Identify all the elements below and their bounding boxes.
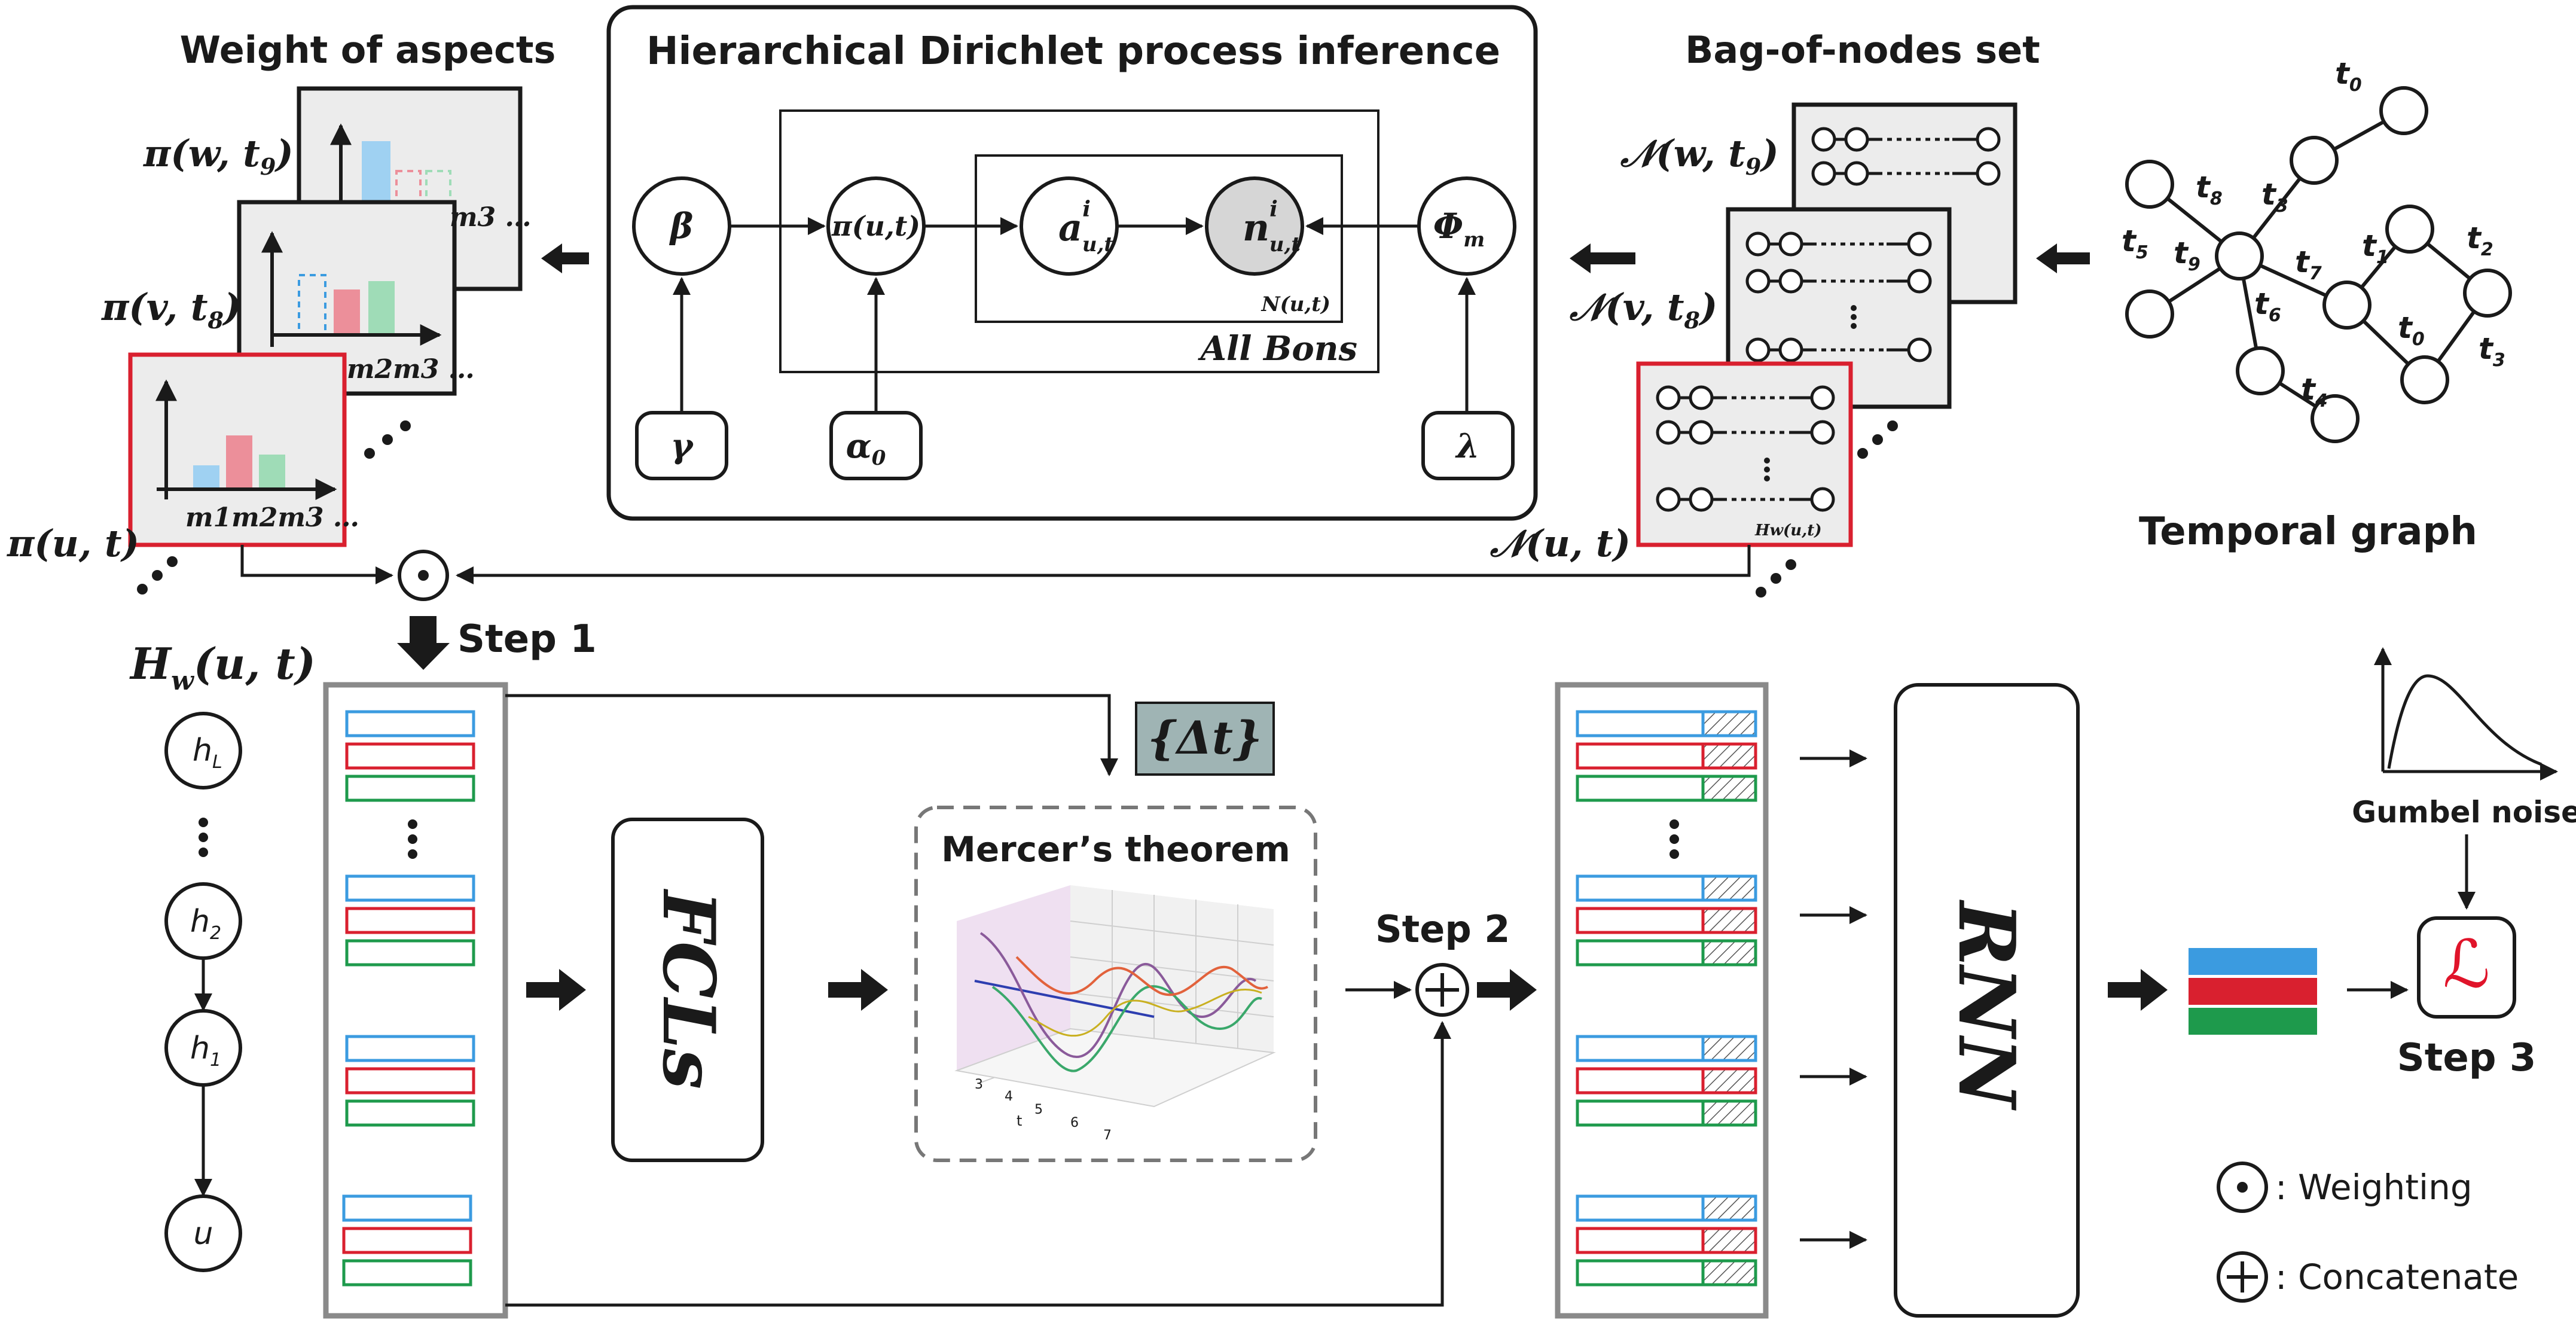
- beta-symbol: β: [669, 206, 694, 246]
- concat-to-stack-arrow: [1477, 969, 1537, 1011]
- phi-symbol: Φm: [1433, 206, 1485, 252]
- gumbel-noise-plot: [2374, 647, 2558, 781]
- graph-to-bons-arrow: [2036, 243, 2090, 273]
- svg-text:t0: t0: [2335, 56, 2362, 96]
- svg-text:t3: t3: [2479, 331, 2505, 371]
- temporal-graph-title: Temporal graph: [2139, 510, 2477, 554]
- weight-of-aspects-title: Weight of aspects: [180, 28, 556, 72]
- bons-to-hdp-arrow: [1570, 243, 1635, 273]
- step2-label: Step 2: [1375, 907, 1510, 951]
- plate-n-ut: [975, 154, 1343, 323]
- svg-text:t3: t3: [2261, 177, 2288, 217]
- svg-text:t0: t0: [2398, 310, 2425, 350]
- hdp-title: Hierarchical Dirichlet process inference: [646, 29, 1500, 74]
- aspect-w-axis-labels: m3 …: [450, 202, 532, 233]
- concat-stack-ellipsis-icon: [1669, 819, 1679, 859]
- bon-card-u: Hw(u,t): [1636, 361, 1853, 547]
- embedding-groups-input: [342, 710, 475, 1287]
- delta-t-box: {Δt}: [1135, 702, 1275, 776]
- svg-text:t1: t1: [2362, 228, 2389, 268]
- mercer-x-label: t: [1017, 1112, 1022, 1129]
- gamma-symbol: γ: [671, 426, 695, 466]
- svg-text:7: 7: [1103, 1128, 1112, 1143]
- svg-text:t9: t9: [2174, 236, 2200, 275]
- svg-text:t6: t6: [2254, 286, 2281, 326]
- bag-of-nodes-title: Bag-of-nodes set: [1685, 28, 2040, 72]
- input-stack-ellipsis-icon: [408, 819, 417, 859]
- n-v-label: 𝒩(v, t8): [1569, 285, 1717, 334]
- mercer-title: Mercer’s theorem: [941, 829, 1290, 870]
- gumbel-noise-label: Gumbel noise: [2352, 795, 2576, 830]
- input-to-concat-line: [505, 1021, 1451, 1307]
- lambda-symbol: λ: [1455, 426, 1479, 466]
- legend-concatenate-label: : Concatenate: [2275, 1257, 2519, 1297]
- svg-text:t5: t5: [2122, 224, 2148, 263]
- svg-text:3: 3: [975, 1077, 983, 1092]
- loss-block: [2417, 916, 2516, 1019]
- history-column: hL h2 h1 u: [164, 712, 242, 1272]
- svg-text:4: 4: [1005, 1089, 1013, 1104]
- bons-ellipsis-icon: [1756, 420, 1898, 598]
- pi-u-label: π(u, t): [7, 522, 139, 565]
- svg-text:t7: t7: [2295, 245, 2322, 284]
- n-ut-node: [1205, 176, 1304, 276]
- svg-text:6: 6: [1070, 1115, 1079, 1130]
- loss-symbol: ℒ: [2443, 926, 2490, 1002]
- svg-text:t8: t8: [2196, 170, 2223, 209]
- pi-ut-symbol: π(u,t): [831, 210, 920, 242]
- history-node-hL: [164, 712, 242, 789]
- temporal-graph-edge-labels: t0 t8 t3 t5 t9 t7 t1 t2 t6 t0 t3 t4: [2122, 56, 2505, 411]
- plate-all-bons: [779, 109, 1379, 373]
- history-title: Hw(u, t): [129, 638, 316, 696]
- fcls-block: [611, 818, 764, 1162]
- bon-h-label: Hw(u,t): [1754, 522, 1822, 539]
- aspects-ellipsis-icon: [137, 420, 411, 595]
- hdp-panel: Hierarchical Dirichlet process inference…: [606, 5, 1538, 521]
- rnn-block: [1894, 683, 2080, 1318]
- n-w-label: 𝒩(w, t9): [1620, 132, 1779, 180]
- plate-n-ut-label: N(u,t): [1260, 292, 1330, 316]
- temporal-graph: [2125, 86, 2512, 443]
- embedding-groups-concat: [1576, 710, 1757, 1287]
- aspect-u-axis-labels: m1m2m3 …: [185, 502, 359, 533]
- fcls-label: FCLs: [646, 889, 731, 1090]
- pi-v-label: π(v, t8): [101, 285, 241, 334]
- history-node-u-label: u: [194, 1216, 213, 1252]
- n-u-label: 𝒩(u, t): [1490, 522, 1631, 565]
- hdp-to-aspects-arrow: [541, 243, 589, 273]
- input-to-fcls-arrow: [526, 969, 586, 1011]
- legend-weighting: : Weighting: [2217, 1162, 2473, 1213]
- aspect-card-u: m1m2m3 …: [128, 352, 359, 547]
- aspects-to-weighting-line: [240, 545, 393, 584]
- weighting-operator-icon: [398, 550, 449, 601]
- mercer-3d-plot: 3 4 5 6 7 t: [954, 885, 1276, 1143]
- legend-concatenate: : Concatenate: [2217, 1251, 2519, 1303]
- rnn-label: RNN: [1941, 899, 2032, 1111]
- svg-text:t4: t4: [2301, 372, 2328, 411]
- svg-text:t2: t2: [2467, 221, 2493, 260]
- output-embedding: [2189, 948, 2317, 1035]
- rnn-to-output-arrow: [2108, 969, 2168, 1011]
- step1-down-arrow: [397, 616, 450, 670]
- delta-t-label: {Δt}: [1147, 711, 1262, 764]
- bons-to-weighting-line: [456, 545, 1751, 584]
- alpha0-symbol: α0: [846, 426, 886, 470]
- step1-label: Step 1: [457, 617, 597, 662]
- legend-weighting-label: : Weighting: [2275, 1167, 2473, 1208]
- pi-w-label: π(w, t9): [143, 132, 294, 180]
- svg-text:5: 5: [1034, 1102, 1043, 1117]
- mercer-x-ticks: 3 4 5 6 7: [975, 1077, 1112, 1143]
- step3-label: Step 3: [2397, 1036, 2537, 1080]
- input-to-delta-line: [505, 694, 1118, 776]
- concatenate-operator-icon: [1415, 963, 1469, 1017]
- history-node-u: [164, 1194, 242, 1272]
- embedding-stack-input: [323, 682, 508, 1319]
- fcls-to-mercer-arrow: [828, 969, 888, 1011]
- stack-to-rnn-arrows: [1800, 749, 1867, 1249]
- plate-all-bons-label: All Bons: [1198, 329, 1357, 368]
- aspect-v-axis-labels: m2m3 …: [347, 354, 475, 385]
